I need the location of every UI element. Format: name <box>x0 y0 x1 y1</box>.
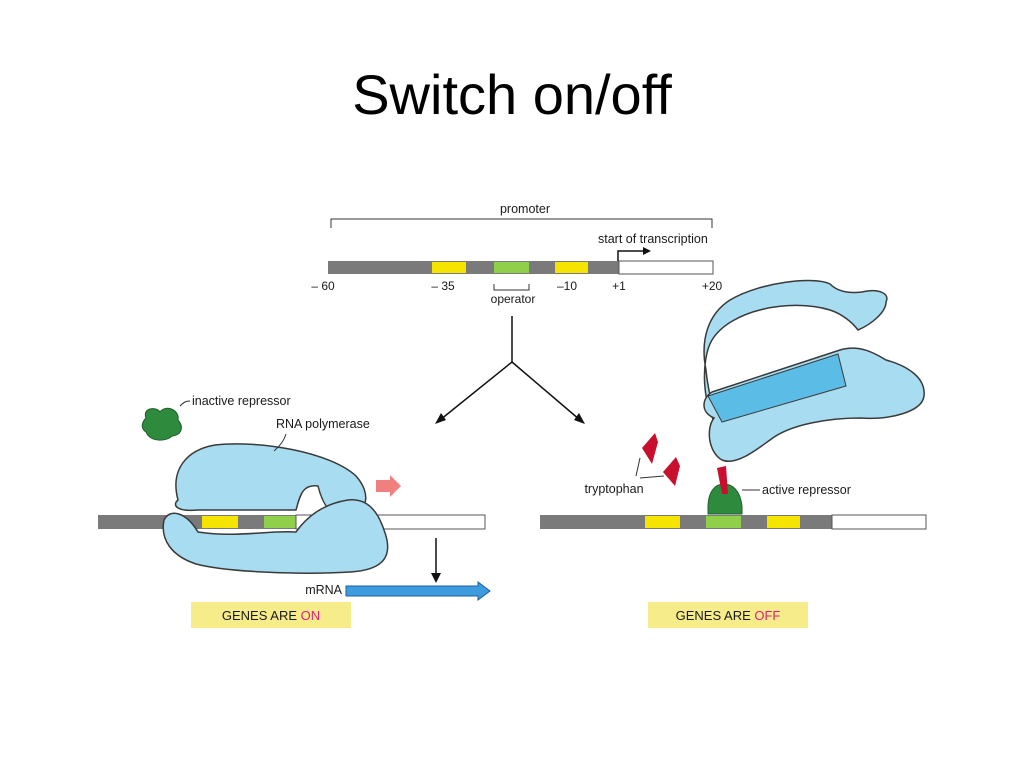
right-minus-35-box <box>645 516 680 528</box>
genes-off-status: GENES ARE OFF <box>676 608 781 623</box>
tryptophan-icon <box>663 457 680 486</box>
minus-35-box <box>432 262 466 273</box>
promoter-dna-segment <box>328 261 619 274</box>
position-label-plus-20: +20 <box>702 279 723 293</box>
position-label-minus-60: – 60 <box>311 279 335 293</box>
operator-box <box>494 262 529 273</box>
start-of-transcription-label: start of transcription <box>598 232 708 246</box>
genes-off-status-value: OFF <box>754 608 780 623</box>
branch-left-arrowhead <box>435 413 446 424</box>
detached-polymerase-lower <box>703 347 925 463</box>
polymerase-direction-icon <box>376 475 401 497</box>
promoter-label: promoter <box>500 202 550 216</box>
mrna-arrow-icon <box>345 581 491 601</box>
right-minus-10-box <box>767 516 800 528</box>
genes-off-panel: active repressor tryptophan GENES ARE OF… <box>540 279 927 628</box>
left-operator-box <box>264 516 296 528</box>
promoter-map: promoter start of transcription – 60 – 3… <box>311 202 722 306</box>
active-repressor-label: active repressor <box>762 483 851 497</box>
genes-on-panel: inactive repressor RNA polymerase mRNA G… <box>98 394 491 628</box>
branch-right-arrowhead <box>574 413 585 424</box>
position-label-minus-35: – 35 <box>431 279 455 293</box>
genes-off-badge <box>648 602 808 628</box>
operator-label: operator <box>491 292 536 306</box>
promoter-bracket <box>330 218 713 228</box>
tryptophan-icon <box>642 433 658 464</box>
genes-on-status-prefix: GENES ARE <box>222 608 301 623</box>
genes-on-badge <box>191 602 351 628</box>
branch-right <box>511 361 581 421</box>
mrna-label: mRNA <box>305 583 342 597</box>
rna-polymerase-label: RNA polymerase <box>276 417 370 431</box>
genes-off-status-prefix: GENES ARE <box>676 608 755 623</box>
rna-polymerase-lower <box>162 499 389 574</box>
branch-arrows <box>439 316 581 421</box>
transcription-start-arrow <box>617 250 645 262</box>
inactive-repressor-icon <box>141 407 182 441</box>
right-operator-box <box>706 516 741 528</box>
genes-on-status: GENES ARE ON <box>222 608 320 623</box>
transcription-down-arrowhead <box>431 573 441 583</box>
tryptophan-leader <box>635 457 665 479</box>
tryptophan-label: tryptophan <box>584 482 643 496</box>
operator-bracket <box>493 284 530 291</box>
position-label-minus-10: –10 <box>557 279 577 293</box>
minus-10-box <box>555 262 588 273</box>
right-dna-transcribed-strand <box>831 514 927 530</box>
transcription-start-arrowhead <box>643 247 651 255</box>
detached-polymerase-upper <box>703 279 888 431</box>
polymerase-band <box>707 353 847 423</box>
branch-left <box>439 361 513 421</box>
genes-on-status-value: ON <box>301 608 321 623</box>
transcribed-dna-segment <box>618 260 714 275</box>
inactive-repressor-label: inactive repressor <box>192 394 291 408</box>
position-label-plus-1: +1 <box>612 279 626 293</box>
slide-title: Switch on/off <box>352 63 672 126</box>
bound-tryptophan-icon <box>717 466 728 494</box>
inactive-repressor-leader <box>179 400 191 407</box>
left-minus-35-box <box>202 516 238 528</box>
right-dna-promoter-strand <box>540 515 832 529</box>
rna-polymerase-leader <box>273 433 287 452</box>
